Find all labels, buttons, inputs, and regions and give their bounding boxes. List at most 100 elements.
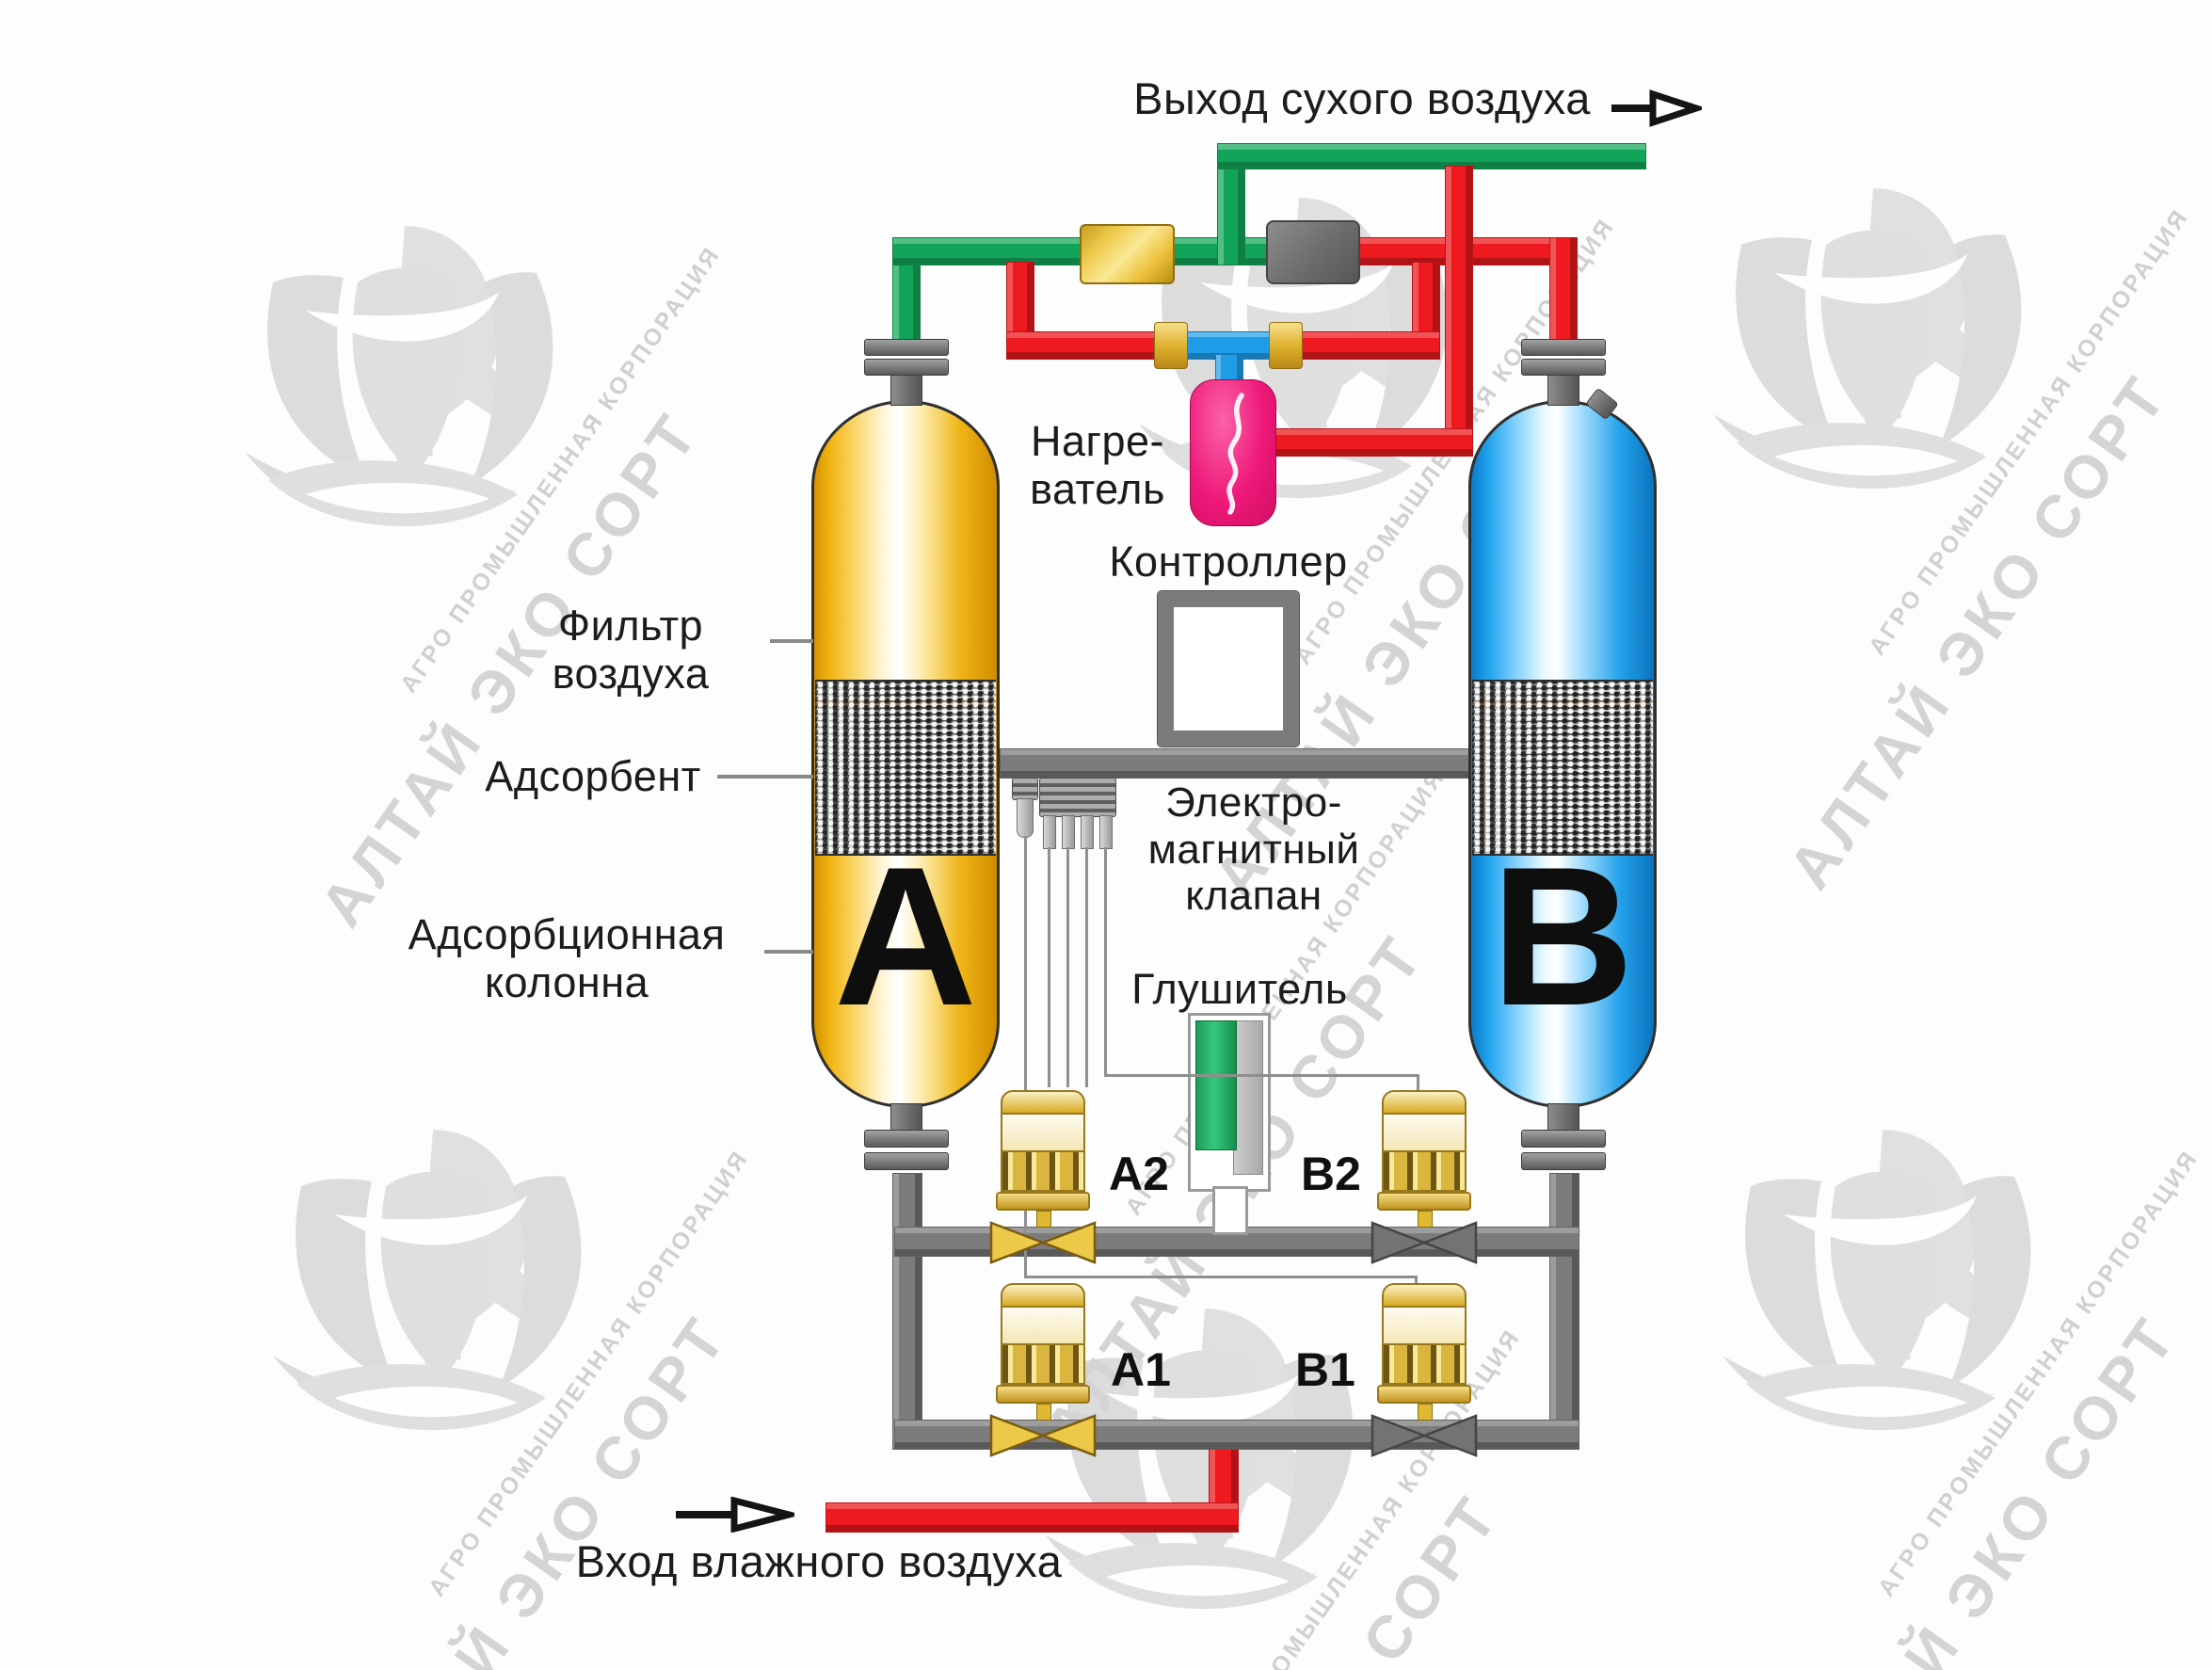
pilot-tube	[1085, 847, 1088, 1087]
pipe-valve-left-riser	[892, 1173, 922, 1450]
column-a-bottom-flange	[864, 1130, 949, 1148]
adsorbent-label-text: Адсорбент	[485, 752, 701, 800]
adsorption-column-leader-line	[764, 950, 813, 954]
pilot-tube	[1024, 836, 1027, 1278]
solenoid-valve-label: Электро- магнитный клапан	[1148, 779, 1360, 920]
valve-a2-actuator-base	[996, 1192, 1090, 1211]
air-filter-label: Фильтр воздуха	[553, 602, 710, 699]
outlet-filter-block	[1080, 224, 1175, 284]
air-filter-label-line2: воздуха	[552, 649, 710, 698]
valve-b1-actuator-cap	[1382, 1283, 1467, 1308]
column-b-top-stem	[1547, 374, 1579, 406]
muffler-element	[1195, 1020, 1237, 1150]
valve-b1-label: B1	[1295, 1343, 1355, 1396]
column-a-top-flange	[864, 339, 949, 356]
valve-b2-actuator-base	[1377, 1192, 1471, 1211]
wet-air-inlet-label: Вход влажного воздуха	[575, 1536, 1063, 1586]
watermark-subtitle: АГРО ПРОМЫШЛЕННАЯ КОРПОРАЦИЯ	[1195, 1324, 1527, 1670]
adsorbent-label: Адсорбент	[485, 752, 701, 801]
valve-a1-actuator-base	[996, 1385, 1090, 1404]
watermark-brand: АЛТАЙ ЭКО СОРТ	[1784, 1303, 2190, 1670]
solenoid-port	[1099, 815, 1113, 849]
pilot-tube	[1066, 847, 1069, 1087]
valve-b2-bowtie-icon	[1370, 1221, 1478, 1264]
pipe-inlet-riser	[1209, 1448, 1239, 1508]
solenoid-port	[1081, 815, 1094, 849]
valve-a2-actuator-slats	[1001, 1150, 1085, 1192]
valve-a2-stem	[1036, 1211, 1051, 1228]
valve-a1-actuator-body	[1001, 1308, 1085, 1343]
adsorbent-bed-b	[1472, 680, 1653, 856]
watermark-subtitle: АГРО ПРОМЫШЛЕННАЯ КОРПОРАЦИЯ	[1864, 203, 2195, 661]
solenoid-label-line1: Электро-	[1165, 779, 1342, 826]
pilot-tube-branch-b2	[1104, 1074, 1419, 1077]
column-a-letter: A	[834, 826, 977, 1047]
heater-label-line1: Нагре-	[1031, 417, 1164, 465]
valve-b2-label: B2	[1301, 1148, 1361, 1200]
column-b-bottom-stem	[1547, 1103, 1579, 1133]
coupler-left	[1154, 322, 1188, 369]
column-b-letter: B	[1491, 826, 1634, 1047]
valve-a2-bowtie-icon	[989, 1221, 1097, 1264]
column-b-top-flange	[1521, 359, 1606, 376]
solenoid-label-line3: клапан	[1185, 873, 1322, 920]
solenoid-pilot-bulb	[1017, 798, 1034, 838]
wet-air-inlet-arrow-icon	[676, 1497, 794, 1533]
heater-label: Нагре- ватель	[1030, 417, 1165, 514]
watermark-subtitle: АГРО ПРОМЫШЛЕННАЯ КОРПОРАЦИЯ	[424, 1145, 755, 1602]
valve-b2-actuator-body	[1382, 1115, 1467, 1150]
valve-a1-actuator-slats	[1001, 1343, 1085, 1385]
pipe-solenoid-manifold	[1000, 748, 1472, 779]
solenoid-label-line2: магнитный	[1147, 826, 1360, 873]
adsorption-column-label-line2: колонна	[484, 957, 649, 1006]
valve-b1-stem	[1418, 1404, 1433, 1421]
column-b-bottom-flange	[1521, 1152, 1606, 1170]
dry-air-outlet-arrow-icon	[1611, 89, 1702, 127]
valve-b1-actuator-slats	[1382, 1343, 1467, 1385]
column-a-bottom-flange	[864, 1152, 949, 1170]
watermark-brand: АЛТАЙ ЭКО СОРТ	[1774, 361, 2181, 901]
heating-element-icon	[1226, 393, 1244, 515]
pipe-dry-outlet-header	[1217, 143, 1646, 169]
heater-label-line2: ватель	[1030, 464, 1165, 513]
watermark-group: АГРО ПРОМЫШЛЕННАЯ КОРПОРАЦИЯ АЛТАЙ ЭКО С…	[1685, 132, 2194, 901]
watermark-subtitle: АГРО ПРОМЫШЛЕННАЯ КОРПОРАЦИЯ	[1873, 1145, 2204, 1602]
pipe-purge-left-run	[1006, 331, 1159, 360]
watermark-group: АГРО ПРОМЫШЛЕННАЯ КОРПОРАЦИЯ АЛТАЙ ЭКО С…	[245, 1073, 754, 1670]
brand-flower-gear-icon	[1723, 1130, 2031, 1431]
pipe-heater-feed-drop	[1445, 166, 1473, 457]
watermark-group: АГРО ПРОМЫШЛЕННАЯ КОРПОРАЦИЯ АЛТАЙ ЭКО С…	[216, 169, 726, 939]
valve-b1-actuator-base	[1377, 1385, 1471, 1404]
valve-a2-actuator-cap	[1001, 1090, 1085, 1115]
pipe-valve-right-riser	[1549, 1173, 1579, 1450]
controller-label: Контроллер	[1109, 538, 1347, 586]
brand-flower-gear-icon	[245, 226, 553, 527]
solenoid-pilot-cap	[1012, 778, 1038, 800]
controller-box	[1157, 590, 1300, 747]
dry-air-outlet-label: Выход сухого воздуха	[1133, 73, 1591, 123]
watermark-group: АГРО ПРОМЫШЛЕННАЯ КОРПОРАЦИЯ АЛТАЙ ЭКО С…	[1694, 1073, 2204, 1670]
solenoid-port	[1062, 815, 1075, 849]
pipe-regen-column-b-drop	[1549, 237, 1578, 345]
wet-air-inlet-title: Вход влажного воздуха	[576, 1536, 1063, 1586]
brand-flower-gear-icon	[1713, 188, 2022, 490]
column-a-top-flange	[864, 359, 949, 376]
valve-a1-bowtie-icon	[989, 1414, 1097, 1457]
valve-b1-actuator-body	[1382, 1308, 1467, 1343]
coupler-right	[1269, 322, 1303, 369]
column-a-top-stem	[890, 374, 922, 406]
controller-label-text: Контроллер	[1109, 538, 1348, 586]
valve-a1-stem	[1036, 1404, 1051, 1421]
air-filter-label-line1: Фильтр	[557, 602, 704, 650]
adsorbent-bed-a	[815, 680, 996, 856]
pipe-heater-feed-run	[1274, 428, 1473, 457]
adsorption-column-label-line1: Адсорбционная	[408, 910, 726, 958]
pilot-tube	[1048, 847, 1050, 1087]
muffler-label: Глушитель	[1131, 965, 1348, 1014]
valve-a2-label: A2	[1109, 1148, 1169, 1200]
valve-b2-stem	[1418, 1211, 1433, 1228]
pilot-tube-branch-b2	[1417, 1074, 1419, 1091]
valve-a2-actuator-body	[1001, 1115, 1085, 1150]
pilot-tube-branch-b1	[1024, 1276, 1418, 1278]
